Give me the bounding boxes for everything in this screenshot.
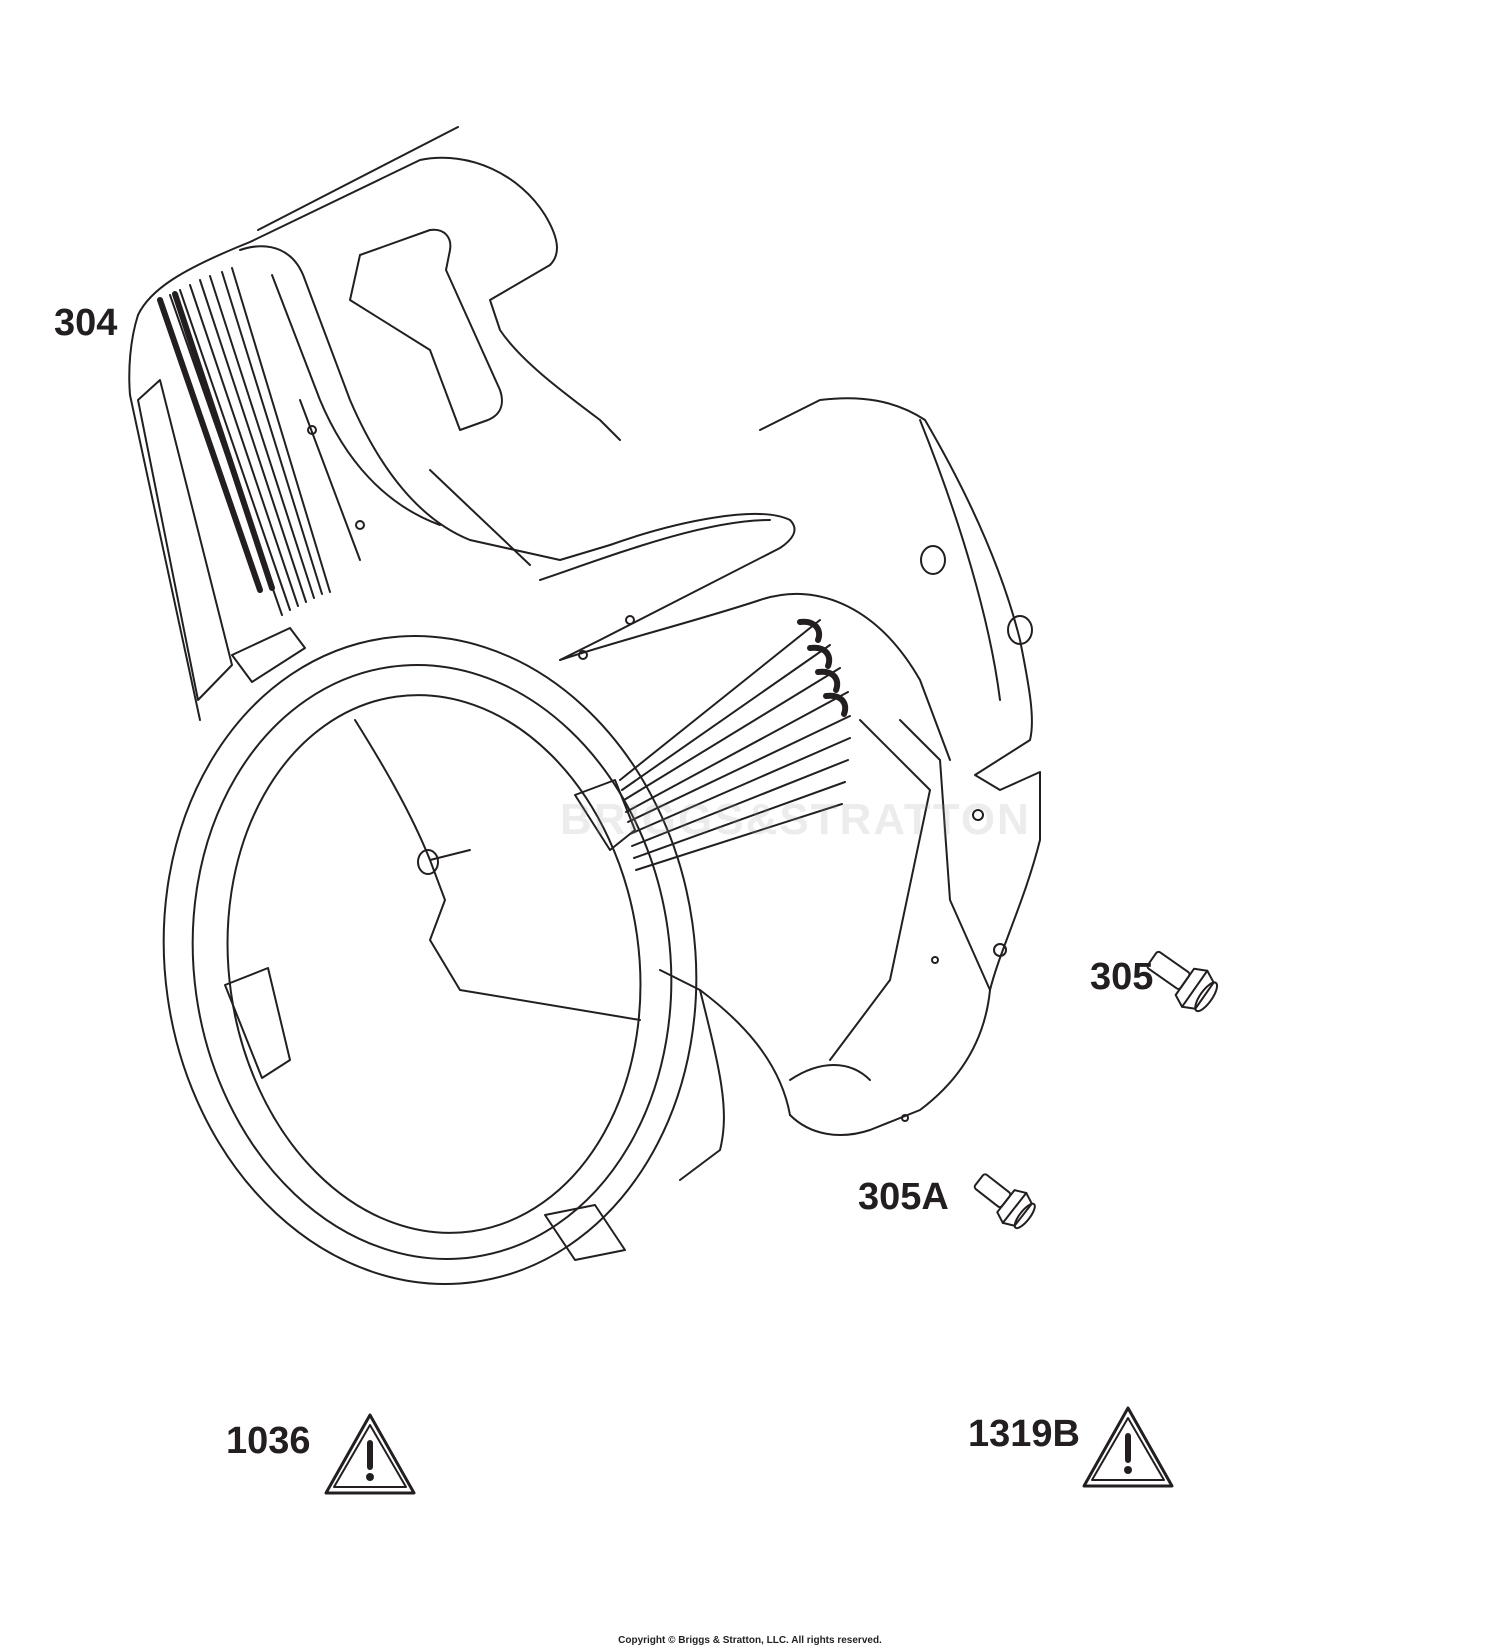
- callout-305: 305: [1090, 956, 1154, 998]
- callout-305a: 305A: [858, 1176, 949, 1218]
- callout-1319b: 1319B: [968, 1413, 1080, 1455]
- blower-housing: [128, 126, 1041, 1285]
- warning-triangle-icon: [1082, 1406, 1174, 1488]
- watermark: BRIGGS&STRATTON: [560, 795, 1031, 844]
- callout-1036: 1036: [226, 1420, 311, 1462]
- warning-triangle-icon: [324, 1413, 416, 1495]
- hex-bolt-icon: [1146, 950, 1219, 1013]
- hex-bolt-icon: [973, 1173, 1036, 1230]
- callout-304: 304: [54, 302, 118, 344]
- copyright-notice: Copyright © Briggs & Stratton, LLC. All …: [618, 1635, 882, 1646]
